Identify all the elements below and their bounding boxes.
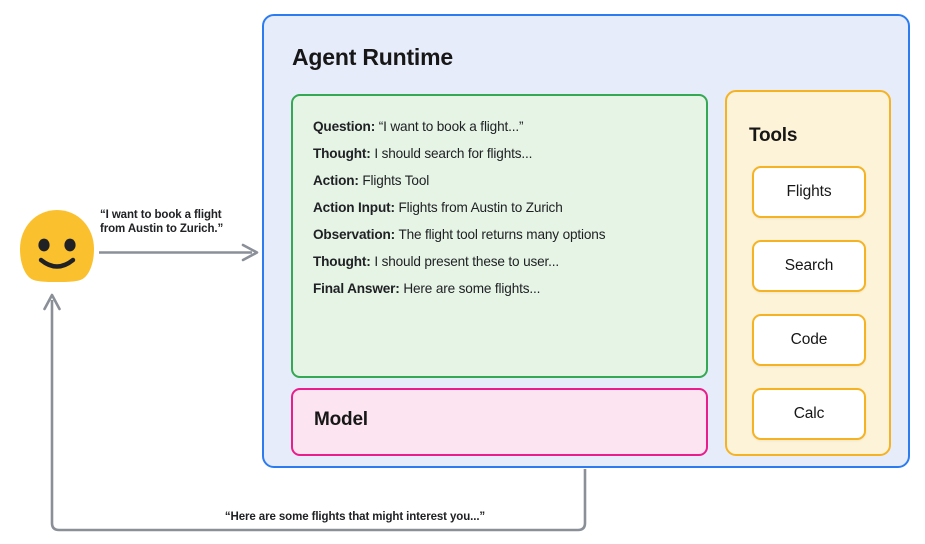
- trace-line-key: Action:: [313, 173, 359, 188]
- trace-line-value: Here are some flights...: [403, 281, 541, 296]
- trace-line-key: Observation:: [313, 227, 396, 242]
- trace-line-key: Action Input:: [313, 200, 395, 215]
- trace-line-value: The flight tool returns many options: [398, 227, 606, 242]
- trace-line-key: Final Answer:: [313, 281, 400, 296]
- tool-button-code[interactable]: Code: [752, 314, 866, 366]
- trace-line-value: I should search for flights...: [374, 146, 533, 161]
- trace-line-key: Thought:: [313, 254, 371, 269]
- trace-line: Question: “I want to book a flight...”: [313, 113, 688, 140]
- trace-line: Thought: I should search for flights...: [313, 140, 688, 167]
- trace-line: Action: Flights Tool: [313, 167, 688, 194]
- trace-line-value: Flights from Austin to Zurich: [398, 200, 563, 215]
- tool-button-flights[interactable]: Flights: [752, 166, 866, 218]
- trace-line-key: Thought:: [313, 146, 371, 161]
- model-box: Model: [291, 388, 708, 456]
- trace-line-value: Flights Tool: [362, 173, 430, 188]
- trace-line: Action Input: Flights from Austin to Zur…: [313, 194, 688, 221]
- response-label: “Here are some flights that might intere…: [224, 511, 486, 523]
- trace-line: Thought: I should present these to user.…: [313, 248, 688, 275]
- tools-list: Flights Search Code Calc: [752, 166, 866, 440]
- tools-title: Tools: [749, 125, 798, 146]
- tool-button-search[interactable]: Search: [752, 240, 866, 292]
- tool-button-calc[interactable]: Calc: [752, 388, 866, 440]
- request-arrow: [99, 243, 259, 262]
- tools-panel: Tools Flights Search Code Calc: [725, 90, 891, 456]
- trace-line: Observation: The flight tool returns man…: [313, 221, 688, 248]
- smiley-face-icon: [20, 210, 94, 282]
- trace-line: Final Answer: Here are some flights...: [313, 275, 688, 302]
- avatar: [20, 210, 94, 282]
- page-title: Agent Runtime: [292, 44, 453, 70]
- trace-line-key: Question:: [313, 119, 376, 134]
- model-title: Model: [314, 409, 368, 430]
- trace-line-value: “I want to book a flight...”: [378, 119, 524, 134]
- agent-runtime-panel: Agent Runtime Question: “I want to book …: [262, 14, 910, 468]
- trace-line-value: I should present these to user...: [374, 254, 560, 269]
- request-label: “I want to book a flight from Austin to …: [100, 209, 224, 236]
- react-trace-box: Question: “I want to book a flight...” T…: [291, 94, 708, 378]
